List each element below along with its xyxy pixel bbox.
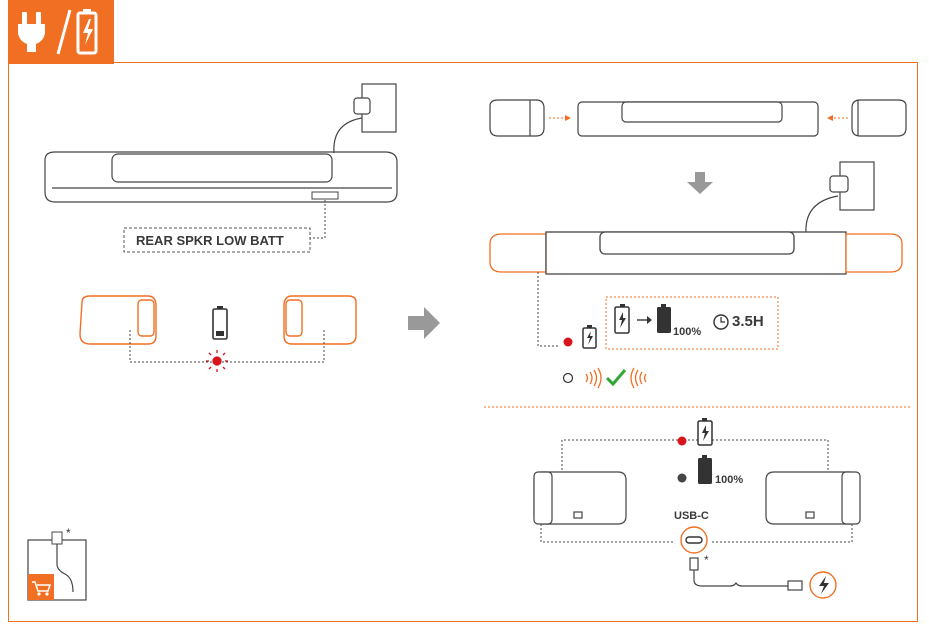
charge-time-text: 3.5H	[732, 313, 764, 330]
footnote-asterisk-2: *	[704, 553, 709, 567]
instruction-frame	[8, 62, 918, 622]
shopping-cart-icon	[28, 574, 54, 600]
low-battery-icon	[212, 306, 228, 340]
clock-icon	[713, 314, 729, 330]
charge-link	[537, 272, 558, 347]
red-blink-led	[206, 350, 228, 372]
rear-speaker-usb-right	[765, 471, 861, 525]
footnote-asterisk-1: *	[66, 526, 71, 540]
led-white	[562, 372, 574, 384]
wall-outlet-2	[805, 161, 875, 235]
charge-info-box	[605, 296, 779, 350]
plug-icon	[18, 12, 45, 52]
battery-charging-usb-icon	[697, 418, 713, 446]
checkmark-icon	[605, 369, 627, 387]
low-batt-warning-text: REAR SPKR LOW BATT	[136, 233, 284, 248]
charge-percent-text: 100%	[673, 326, 702, 338]
usb-c-label: USB-C	[674, 510, 709, 522]
rear-speaker-detached-left	[489, 99, 545, 137]
wall-outlet-1	[333, 83, 397, 154]
rear-speaker-right	[283, 295, 357, 345]
rear-speaker-detached-right	[851, 99, 907, 137]
warning-connector	[309, 200, 326, 239]
rear-speaker-usb-left	[533, 471, 627, 525]
soundbar-top	[577, 101, 819, 137]
battery-charging-small-icon	[614, 304, 630, 334]
next-step-arrow-icon	[408, 307, 440, 339]
soundbar-assembled	[489, 231, 903, 275]
battery-full-icon	[657, 304, 671, 333]
battery-charging-icon	[76, 9, 98, 55]
header-banner	[8, 0, 114, 64]
led-red-charging	[563, 337, 573, 347]
wave-right-icon	[630, 367, 647, 389]
speaker-link	[129, 330, 325, 363]
rear-speaker-left	[79, 295, 157, 345]
usb-charged-percent-text: 100%	[715, 474, 744, 486]
usb-cable-icon	[689, 557, 803, 591]
power-source-icon	[809, 571, 837, 599]
led-link	[561, 439, 829, 470]
led-grey-full	[677, 473, 687, 483]
soundbar-main	[44, 151, 398, 203]
usb-link	[540, 524, 853, 543]
battery-full-usb-icon	[698, 455, 712, 484]
display-box	[123, 227, 311, 253]
charging-battery-icon	[582, 325, 597, 349]
led-red-usb	[677, 436, 687, 446]
usb-c-port-icon	[680, 526, 708, 554]
down-arrow-icon	[687, 172, 713, 194]
wave-left-icon	[585, 367, 602, 389]
